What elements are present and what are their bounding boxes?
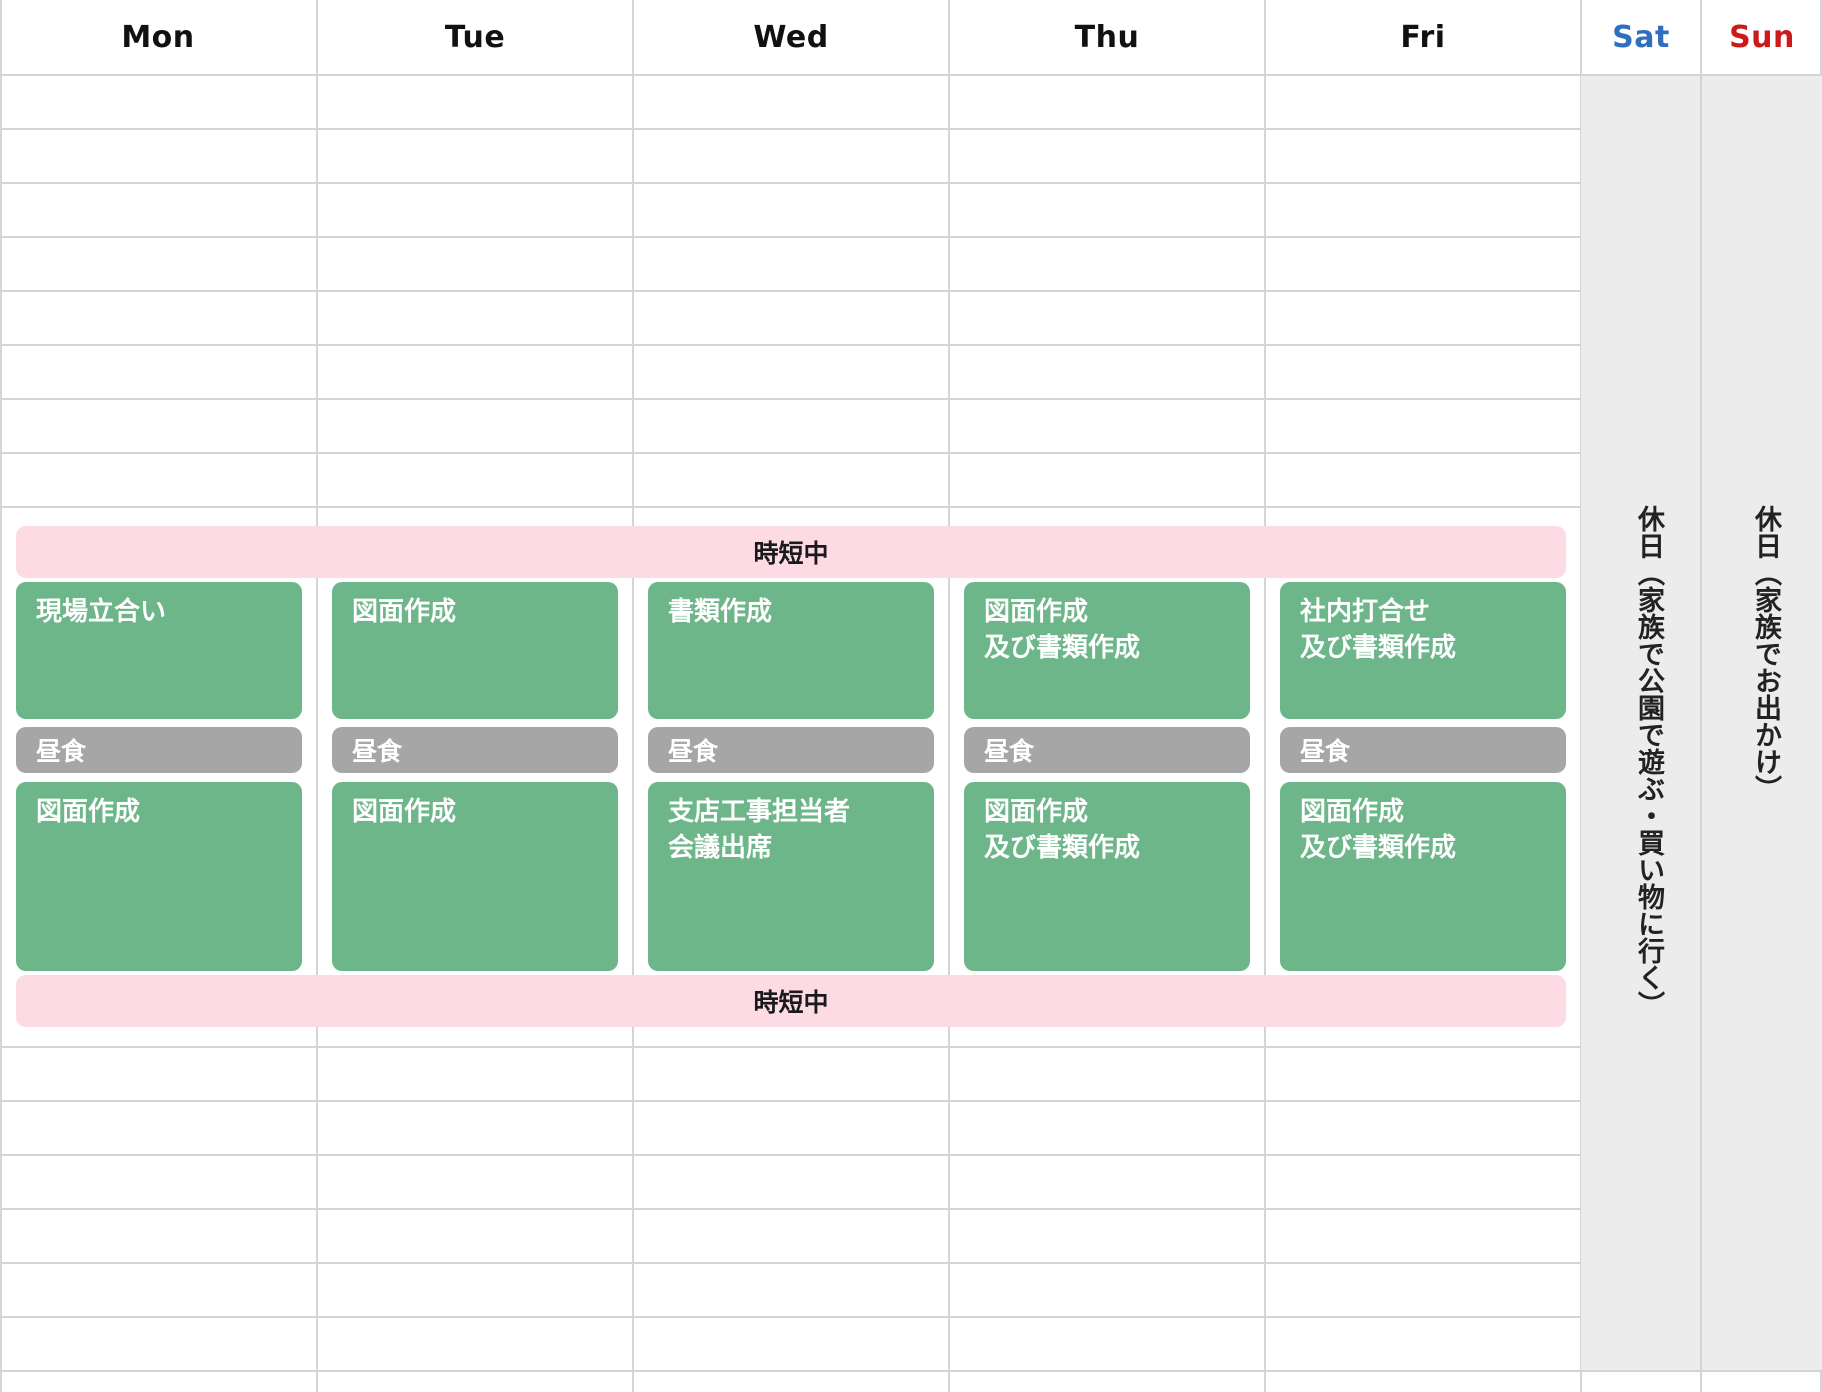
day-header-sat: Sat (1612, 19, 1670, 55)
wed-lunch-block[interactable]: 昼食 (648, 727, 934, 773)
wed-morning-task[interactable]: 書類作成 (648, 582, 934, 719)
thu-afternoon-task[interactable]: 図面作成 及び書類作成 (964, 782, 1250, 971)
saturday-column (1581, 76, 1700, 1370)
thu-morning-task[interactable]: 図面作成 及び書類作成 (964, 582, 1250, 719)
wed-afternoon-task[interactable]: 支店工事担当者 会議出席 (648, 782, 934, 971)
day-header-fri: Fri (1400, 19, 1446, 55)
shortened-hours-band-bottom: 時短中 (16, 975, 1566, 1027)
day-header-mon: Mon (121, 19, 195, 55)
day-header-thu: Thu (1074, 19, 1140, 55)
sunday-column (1702, 76, 1822, 1370)
mon-afternoon-task[interactable]: 図面作成 (16, 782, 302, 971)
fri-morning-task[interactable]: 社内打合せ 及び書類作成 (1280, 582, 1566, 719)
mon-lunch-block[interactable]: 昼食 (16, 727, 302, 773)
sunday-holiday-note: 休日（家族でお出かけ） (1750, 505, 1781, 802)
mon-morning-task[interactable]: 現場立合い (16, 582, 302, 719)
tue-morning-task[interactable]: 図面作成 (332, 582, 618, 719)
shortened-hours-band-top: 時短中 (16, 526, 1566, 578)
tue-afternoon-task[interactable]: 図面作成 (332, 782, 618, 971)
saturday-holiday-note: 休日（家族で公園で遊ぶ・買い物に行く） (1633, 505, 1664, 1018)
day-header-wed: Wed (753, 19, 829, 55)
day-header-tue: Tue (444, 19, 506, 55)
tue-lunch-block[interactable]: 昼食 (332, 727, 618, 773)
fri-afternoon-task[interactable]: 図面作成 及び書類作成 (1280, 782, 1566, 971)
fri-lunch-block[interactable]: 昼食 (1280, 727, 1566, 773)
day-header-sun: Sun (1729, 19, 1795, 55)
thu-lunch-block[interactable]: 昼食 (964, 727, 1250, 773)
